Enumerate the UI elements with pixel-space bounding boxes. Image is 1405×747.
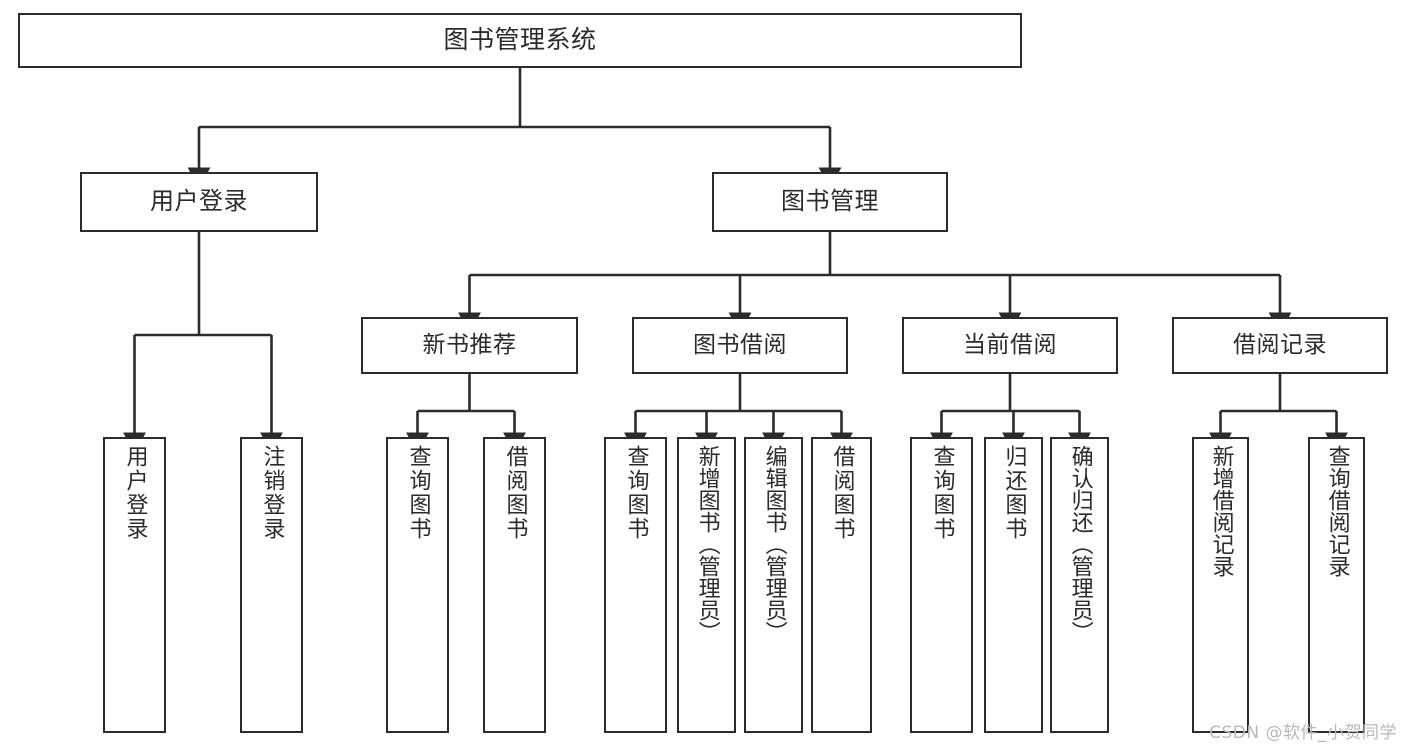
node-label: 归还图书 xyxy=(1001,445,1027,541)
node-n-newbook[interactable]: 新书推荐 xyxy=(361,317,578,374)
node-label: 用户登录 xyxy=(122,445,148,541)
node-l-queryrecord[interactable]: 查询借阅记录 xyxy=(1308,437,1365,733)
node-n-record[interactable]: 借阅记录 xyxy=(1172,317,1388,374)
node-n-login[interactable]: 用户登录 xyxy=(80,172,318,232)
node-l-querybook3[interactable]: 查询图书 xyxy=(910,437,973,733)
node-label: 查询借阅记录 xyxy=(1324,445,1350,577)
node-l-addbook[interactable]: 新增图书（管理员） xyxy=(677,437,736,733)
node-l-returnbook[interactable]: 归还图书 xyxy=(984,437,1043,733)
node-label: 借阅记录 xyxy=(1233,332,1327,359)
node-label: 查询图书 xyxy=(623,445,649,541)
node-l-userlogin[interactable]: 用户登录 xyxy=(103,437,166,733)
node-label: 借阅图书 xyxy=(829,445,855,541)
node-l-borrowbook2[interactable]: 借阅图书 xyxy=(811,437,872,733)
node-label: 查询图书 xyxy=(405,445,431,541)
node-l-addrecord[interactable]: 新增借阅记录 xyxy=(1192,437,1249,733)
node-label: 新书推荐 xyxy=(422,332,517,359)
node-label: 图书借阅 xyxy=(693,332,787,359)
node-label: 当前借阅 xyxy=(963,332,1057,359)
csdn-watermark: CSDN @软件_小贺同学 xyxy=(1209,723,1397,743)
node-l-editbook[interactable]: 编辑图书（管理员） xyxy=(744,437,803,733)
node-label: 注销登录 xyxy=(259,445,285,541)
node-label: 用户登录 xyxy=(150,187,248,216)
node-label: 新增图书（管理员） xyxy=(694,445,720,643)
node-l-querybook1[interactable]: 查询图书 xyxy=(386,437,449,733)
node-root[interactable]: 图书管理系统 xyxy=(18,13,1022,68)
node-l-borrowbook1[interactable]: 借阅图书 xyxy=(483,437,546,733)
node-l-confirmreturn[interactable]: 确认归还（管理员） xyxy=(1050,437,1109,733)
node-label: 图书管理系统 xyxy=(443,25,597,55)
node-label: 图书管理 xyxy=(781,187,879,216)
node-n-bookmgmt[interactable]: 图书管理 xyxy=(712,172,948,232)
node-label: 确认归还（管理员） xyxy=(1067,445,1093,643)
node-n-current[interactable]: 当前借阅 xyxy=(902,317,1118,374)
node-label: 新增借阅记录 xyxy=(1208,445,1234,577)
node-l-logout[interactable]: 注销登录 xyxy=(240,437,303,733)
node-label: 查询图书 xyxy=(929,445,955,541)
node-label: 借阅图书 xyxy=(502,445,528,541)
node-l-querybook2[interactable]: 查询图书 xyxy=(604,437,667,733)
node-label: 编辑图书（管理员） xyxy=(761,445,787,643)
node-n-borrow[interactable]: 图书借阅 xyxy=(632,317,848,374)
